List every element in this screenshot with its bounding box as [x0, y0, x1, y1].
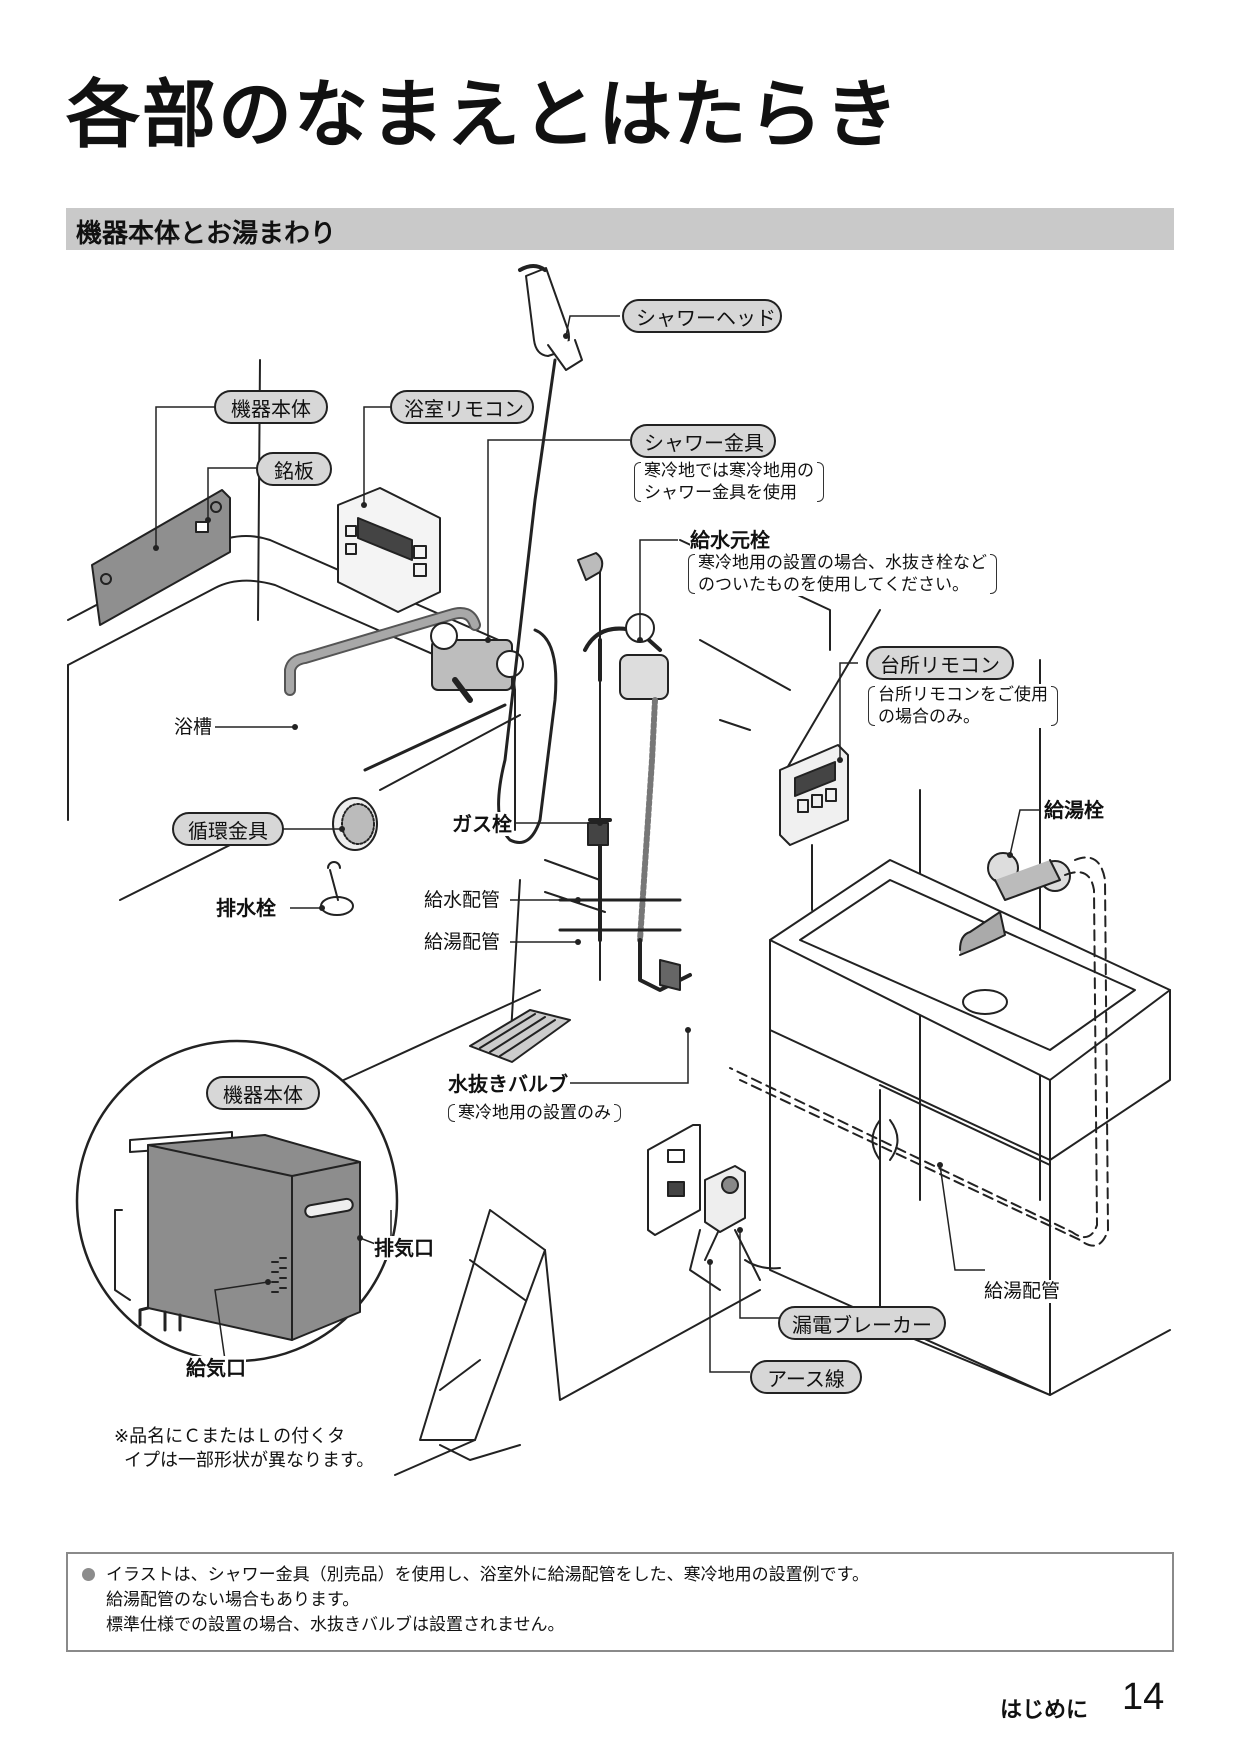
label-unit-body: 機器本体	[214, 390, 328, 424]
kitchen-remote-note-line-2: の場合のみ。	[878, 707, 980, 727]
bullet-icon	[82, 1568, 95, 1581]
footnote-box: イラストは、シャワー金具（別売品）を使用し、浴室外に給湯配管をした、寒冷地用の設…	[66, 1552, 1174, 1652]
label-exhaust-port: 排気口	[374, 1236, 434, 1260]
caption-line-1: ※品名にＣまたはＬの付くタ	[114, 1426, 346, 1447]
section-heading: 機器本体とお湯まわり	[76, 219, 337, 249]
label-earth-leakage-breaker: 漏電ブレーカー	[778, 1306, 946, 1340]
main-water-valve-note-line-1: 寒冷地用の設置の場合、水抜き栓など	[698, 553, 987, 573]
label-air-intake: 給気口	[186, 1356, 246, 1380]
caption-line-2: イプは一部形状が異なります。	[124, 1450, 375, 1471]
page-title: 各部のなまえとはたらき	[66, 72, 901, 158]
footnote-line-3: 標準仕様での設置の場合、水抜きバルブは設置されません。	[106, 1615, 565, 1635]
label-nameplate: 銘板	[256, 452, 332, 486]
label-bathtub: 浴槽	[174, 716, 213, 739]
drain-valve-note-line: 寒冷地用の設置のみ	[458, 1103, 611, 1123]
label-hot-water-pipe-kitchen: 給湯配管	[984, 1280, 1061, 1303]
kitchen-remote-note: 台所リモコンをご使用 の場合のみ。	[868, 684, 1058, 728]
label-shower-fitting: シャワー金具	[630, 424, 776, 458]
drain-valve-note: 寒冷地用の設置のみ	[448, 1102, 621, 1124]
footnote-line-2: 給湯配管のない場合もあります。	[106, 1590, 360, 1610]
label-kitchen-remote: 台所リモコン	[866, 646, 1014, 680]
label-main-water-valve: 給水元栓	[690, 528, 770, 552]
main-water-valve-note-line-2: のついたものを使用してください。	[698, 575, 969, 595]
label-unit-body-inset: 機器本体	[206, 1076, 320, 1110]
label-gas-valve: ガス栓	[452, 812, 512, 836]
label-bath-remote: 浴室リモコン	[390, 390, 534, 424]
label-circulation-fitting: 循環金具	[172, 812, 284, 846]
label-shower-head: シャワーヘッド	[622, 299, 782, 333]
section-heading-bar: 機器本体とお湯まわり	[66, 208, 1174, 250]
footer-section-name: はじめに	[1000, 1698, 1089, 1723]
label-hot-water-pipe: 給湯配管	[424, 931, 501, 954]
label-earth-wire: アース線	[750, 1360, 862, 1394]
page-number: 14	[1122, 1676, 1165, 1718]
label-water-supply-pipe: 給水配管	[424, 889, 501, 912]
footnote-line-1: イラストは、シャワー金具（別売品）を使用し、浴室外に給湯配管をした、寒冷地用の設…	[106, 1565, 869, 1585]
label-drain-valve: 水抜きバルブ	[448, 1072, 568, 1096]
shower-fitting-note-line-1: 寒冷地では寒冷地用の	[644, 461, 814, 481]
shower-fitting-note: 寒冷地では寒冷地用の シャワー金具を使用	[634, 460, 824, 504]
main-water-valve-note: 寒冷地用の設置の場合、水抜き栓など のついたものを使用してください。	[688, 552, 997, 596]
shower-fitting-note-line-2: シャワー金具を使用	[644, 483, 797, 503]
label-hot-water-tap: 給湯栓	[1044, 798, 1104, 822]
label-drain-plug: 排水栓	[216, 896, 276, 920]
kitchen-remote-note-line-1: 台所リモコンをご使用	[878, 685, 1048, 705]
model-variant-caption: ※品名にＣまたはＬの付くタ イプは一部形状が異なります。	[114, 1425, 374, 1473]
